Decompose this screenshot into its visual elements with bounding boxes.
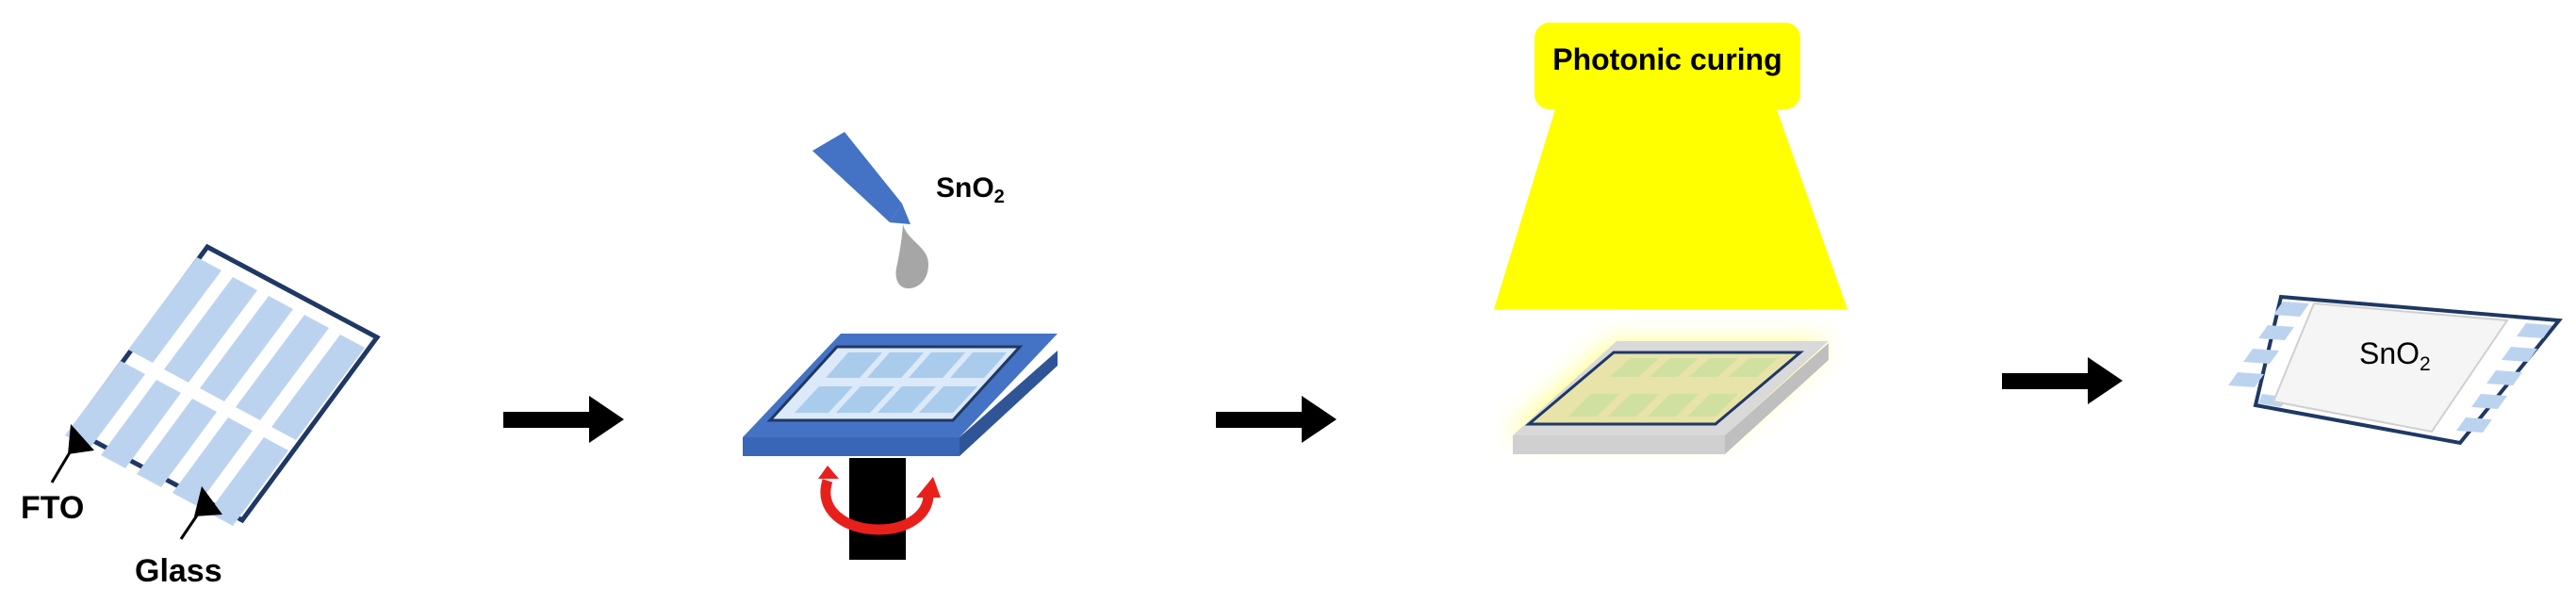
- process-arrow-icon: [1216, 396, 1337, 443]
- cured-film-stripes: [1568, 358, 1778, 417]
- sno2-dropper-label: SnO2: [936, 172, 1005, 207]
- spin-stage-side: [743, 351, 1058, 456]
- final-left-stripes: [2228, 302, 2309, 407]
- spin-shaft: [849, 458, 906, 560]
- step-fto-glass: FTO Glass: [21, 243, 381, 589]
- sno2-drop: [895, 224, 928, 288]
- cure-substrate-side: [1513, 343, 1829, 454]
- sno2-film-label: SnO2: [2359, 336, 2431, 375]
- glass-pointer-icon: [179, 486, 222, 540]
- final-right-stripes: [2456, 323, 2552, 433]
- dropper-icon: [812, 132, 911, 224]
- process-arrow-icon: [2002, 357, 2123, 404]
- fto-stripes: [65, 257, 365, 526]
- spin-stage-front: [743, 437, 960, 456]
- fto-label: FTO: [21, 490, 84, 526]
- step-spin-coating: SnO2: [743, 132, 1058, 560]
- spin-substrate-stripes: [795, 352, 1007, 413]
- photonic-curing-label: Photonic curing: [1552, 42, 1782, 76]
- light-beam: [1494, 109, 1847, 309]
- sno2-film: [2272, 302, 2509, 433]
- fto-pointer-icon: [50, 424, 94, 483]
- lamp-icon: [1494, 23, 1847, 309]
- step-photonic-curing: Photonic curing: [1494, 23, 1847, 454]
- process-arrow-icon: [503, 396, 624, 443]
- step-sno2-film: SnO2: [2228, 294, 2563, 446]
- glass-label: Glass: [135, 553, 222, 589]
- lamp-head: [1534, 23, 1800, 109]
- cure-substrate-front: [1513, 435, 1725, 454]
- rotation-arrow-icon: [818, 466, 941, 535]
